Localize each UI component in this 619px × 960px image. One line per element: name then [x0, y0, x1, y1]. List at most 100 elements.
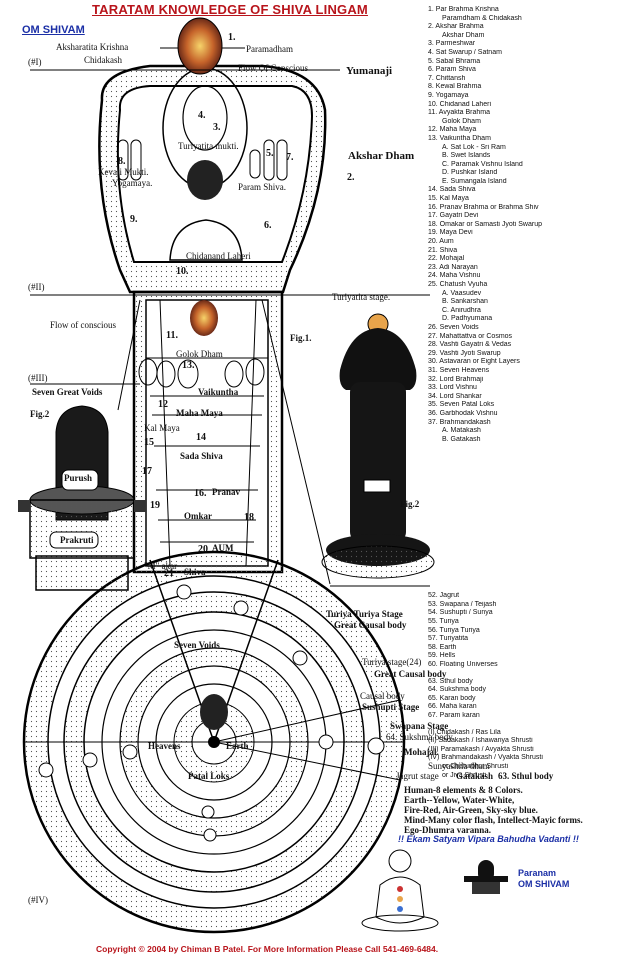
legend-item: 10. Chidanad Laheri	[428, 100, 492, 108]
label-omkar: Omkar	[184, 511, 212, 521]
legend-item: 29. Vashti Jyoti Swarup	[428, 349, 501, 357]
legend-item: (III) Paramakash / Avyakta Shrusti	[428, 745, 534, 753]
legend-item: 25. Chatush Vyuha	[428, 281, 488, 288]
legend-item: D. Pushkar Island	[442, 169, 498, 177]
legend-item: 22. Mohajal	[428, 255, 465, 263]
label-roman-2: (#II)	[28, 282, 45, 292]
legend-item: 53. Swapana / Teijash	[428, 600, 497, 608]
label-roman-3: (#III)	[28, 373, 48, 383]
legend-item: 21. Shiva	[428, 246, 458, 254]
label-sada-shiva: Sada Shiva	[180, 451, 223, 461]
legend-item: 36. Garbhodak Vishnu	[428, 409, 498, 417]
label-sunyashila: Sunyashila dham	[428, 761, 490, 771]
label-flow-of-conscious: Flow of conscious	[50, 320, 116, 330]
legend-item: 18. Omakar or Samasti Jyoti Swarup	[428, 220, 542, 228]
legend-item: B. Gatakash	[442, 435, 481, 443]
legend-item: 1. Par Brahma Krishna	[428, 6, 499, 13]
legend-item: 30. Astavaran or Eight Layers	[428, 358, 520, 366]
legend-item: E. Sumangala Island	[442, 177, 507, 185]
label-purush: Purush	[64, 473, 93, 483]
label-jagrut-stage: Jagrut stage	[396, 771, 439, 781]
legend-item: 6. Param Shiva	[428, 66, 476, 74]
label-seven-voids: Seven Voids	[174, 640, 220, 650]
num-4: 4.	[198, 110, 206, 121]
page-title: TARATAM KNOWLEDGE OF SHIVA LINGAM	[92, 2, 368, 17]
label-sukshma-body: 64. Sukshma body	[386, 732, 453, 742]
num-18: 18	[244, 512, 254, 523]
label-patal-loks: Patal Loks	[188, 771, 230, 781]
label-gatakash: Gatakash	[456, 771, 494, 781]
legend-item: 37. Brahmandakash	[428, 418, 491, 426]
legend-item: 31. Seven Heavens	[428, 366, 490, 374]
label-vaikuntha: Vaikuntha	[198, 387, 239, 397]
legend-item: 11. Avyakta Brahma	[428, 109, 490, 117]
legend-item: 13. Vaikuntha Dham	[428, 134, 491, 142]
label-kevali-mukti: Kevali Mukti.	[98, 167, 149, 177]
num-12: 12	[158, 399, 168, 410]
num-16: 16.	[194, 488, 207, 499]
label-causal-body: Causal body	[360, 691, 405, 701]
num-15: 15	[144, 437, 154, 448]
label-yumanaji: Yumanaji	[346, 65, 393, 77]
num-20: 20	[198, 544, 208, 555]
legend-item: 32. Lord Brahmaji	[428, 375, 484, 383]
label-seven-great-voids: Seven Great Voids	[32, 387, 103, 397]
legend-item: 23. Adi Narayan	[428, 263, 478, 271]
paranam-text: Paranam	[518, 868, 557, 878]
label-makar: "M" akar	[144, 561, 178, 571]
legend-item: D. Padhyumana	[442, 315, 493, 323]
label-yogamaya: Yogamaya.	[112, 178, 153, 188]
legend-item: 27. Mahattattva or Cosmos	[428, 332, 513, 340]
legend-item: A. Vaasudev	[442, 289, 482, 297]
num-2: 2.	[347, 172, 355, 183]
shiva-lingam-diagram	[18, 17, 430, 934]
num-9: 9.	[130, 214, 138, 225]
legend-item: 19. Maya Devi	[428, 229, 473, 237]
label-maha-maya: Maha Maya	[176, 408, 223, 418]
num-19: 19	[150, 500, 160, 511]
legend-item: 66. Maha karan	[428, 703, 477, 711]
label-turiyatita-mukti: Turiyatita mukti.	[178, 141, 239, 151]
legend-item: 33. Lord Vishnu	[428, 384, 477, 392]
num-1: 1.	[228, 32, 236, 43]
legend-item: 14. Sada Shiva	[428, 186, 476, 194]
label-pranav: Pranav	[212, 487, 240, 497]
label-kal-maya: Kal Maya	[144, 423, 180, 433]
num-3: 3.	[213, 122, 221, 133]
legend-item: 67. Param karan	[428, 712, 480, 719]
legend-item: 55. Turiya	[428, 618, 459, 626]
legend-item: A. Sat Lok - Sri Ram	[442, 143, 506, 151]
label-ego: Ego-Dhumra varanna.	[404, 825, 492, 835]
legend-item: 59. Hells	[428, 652, 456, 660]
legend-item: B. Swet Islands	[442, 152, 491, 160]
legend-item: 24. Maha Vishnu	[428, 272, 481, 280]
legend-item: C. Paramak Vishnu Island	[442, 160, 523, 168]
paranam-label: Paranam OM SHIVAM	[518, 868, 569, 890]
label-golok-dham: Golok Dham	[176, 349, 223, 359]
legend-item: 64. Sukshma body	[428, 686, 486, 694]
legend-item: 57. Turiyatita	[428, 635, 469, 643]
label-turiyatita-stage: Turiyatita stage.	[332, 292, 391, 302]
label-chidakash: Chidakash	[84, 55, 122, 65]
num-7: 7.	[286, 152, 294, 163]
legend-item: C. Anirudhra	[442, 306, 481, 314]
label-flow-conscious-top: Flow Of Conscious	[238, 63, 309, 73]
label-sthul-body: 63. Sthul body	[498, 771, 554, 781]
legend-item: 56. Turiya Turiya	[428, 626, 480, 634]
label-roman-1: (#I)	[28, 57, 42, 67]
legend-item: 2. Akshar Brahma	[428, 23, 484, 31]
legend-item: 8. Kewal Brahma	[428, 83, 482, 91]
label-fig1: Fig.1.	[290, 333, 312, 343]
legend-item: 54. Sushupti / Sunya	[428, 609, 493, 617]
copyright-footer: Copyright © 2004 by Chiman B Patel. For …	[96, 944, 439, 954]
paranam-om-shivam: OM SHIVAM	[518, 879, 570, 889]
label-aum: AUM	[212, 543, 234, 553]
num-11: 11.	[166, 330, 178, 341]
label-sushupti-stage: Sushupti Stage	[362, 702, 420, 712]
legend-item: 34. Lord Shankar	[428, 392, 482, 400]
label-mohajal: Mohajal.	[404, 747, 439, 757]
num-21: 21	[164, 568, 174, 579]
label-fig2-left: Fig.2	[30, 409, 50, 419]
label-great-causal-2: Great Causal body	[374, 669, 447, 679]
